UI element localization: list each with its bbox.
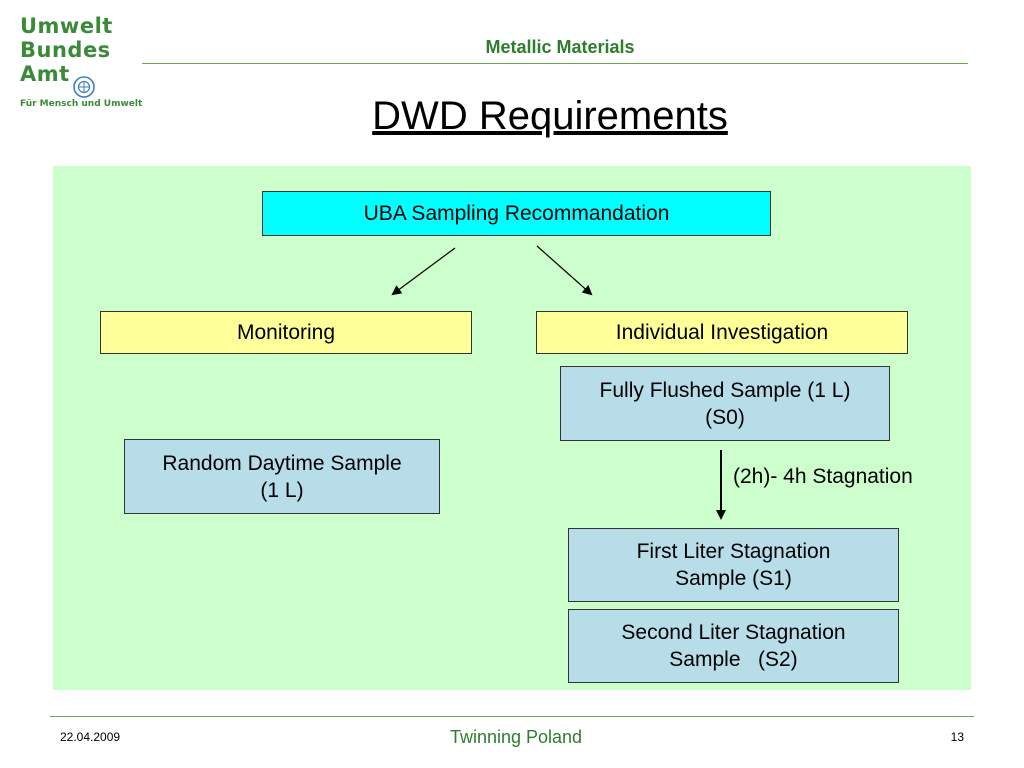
random-daytime-line-1: Random Daytime Sample xyxy=(162,451,402,475)
individual-investigation-box: Individual Investigation xyxy=(536,311,908,354)
logo-line-amt: Amt xyxy=(20,62,70,86)
logo-tagline: Für Mensch und Umwelt xyxy=(20,99,143,109)
footer-date: 22.04.2009 xyxy=(60,730,121,744)
first-liter-stagnation-box: First Liter Stagnation Sample (S1) xyxy=(568,528,899,602)
un-wreath-globe-icon xyxy=(73,76,95,98)
stagnation-label: (2h)- 4h Stagnation xyxy=(733,465,913,488)
uba-logo-wordmark: Umwelt Bundes Amt xyxy=(20,14,113,86)
individual-investigation-label: Individual Investigation xyxy=(615,321,829,344)
second-liter-stagnation-box: Second Liter Stagnation Sample (S2) xyxy=(568,609,899,683)
footer-divider xyxy=(50,716,974,717)
logo-line-bundes: Bundes xyxy=(20,38,111,62)
second-liter-line-2: Sample (S2) xyxy=(669,648,798,671)
footer-center-text: Twinning Poland xyxy=(449,727,583,747)
first-liter-line-1: First Liter Stagnation xyxy=(636,540,831,563)
first-liter-line-2: Sample (S1) xyxy=(675,567,792,590)
header-title: Metallic Materials xyxy=(485,37,635,57)
root-box-label: UBA Sampling Recommandation xyxy=(363,202,670,225)
monitoring-box: Monitoring xyxy=(100,311,472,354)
fully-flushed-line-1: Fully Flushed Sample (1 L) xyxy=(599,378,851,402)
random-daytime-sample-box: Random Daytime Sample (1 L) xyxy=(124,439,440,514)
random-daytime-line-2: (1 L) xyxy=(260,478,304,502)
monitoring-label: Monitoring xyxy=(236,321,336,344)
fully-flushed-sample-box: Fully Flushed Sample (1 L) (S0) xyxy=(560,366,890,441)
fully-flushed-line-2: (S0) xyxy=(705,405,745,429)
header-divider xyxy=(142,63,968,64)
slide-title: DWD Requirements xyxy=(372,94,728,138)
logo-line-umwelt: Umwelt xyxy=(20,14,113,38)
root-box-uba-sampling: UBA Sampling Recommandation xyxy=(262,191,771,236)
second-liter-line-1: Second Liter Stagnation xyxy=(621,621,846,644)
footer-page-number: 13 xyxy=(950,730,964,744)
